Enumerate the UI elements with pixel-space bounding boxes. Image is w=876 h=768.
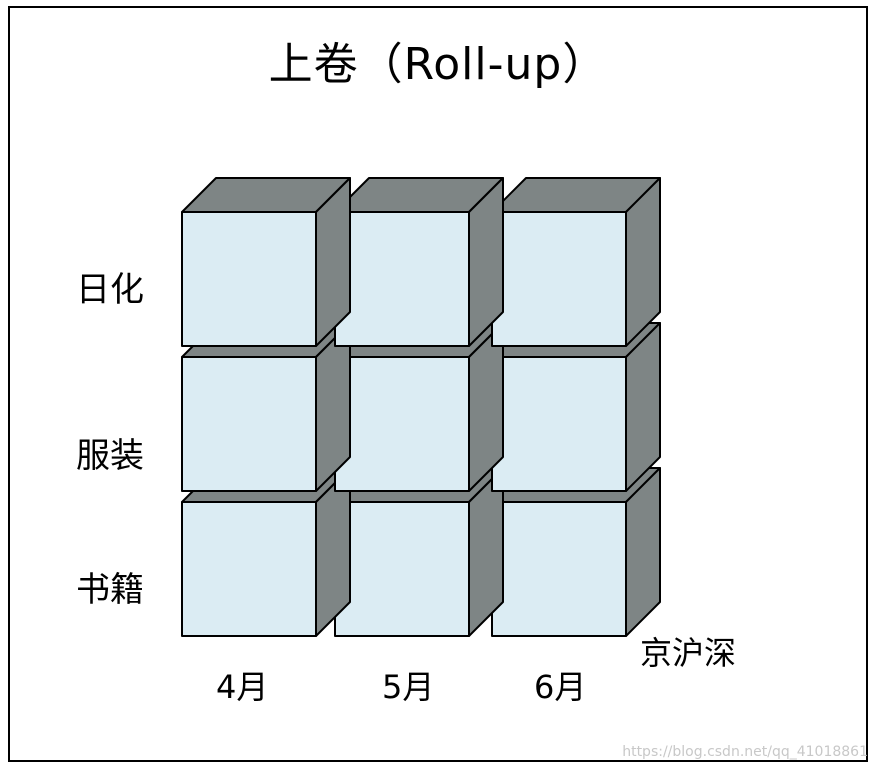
cube-front-face bbox=[491, 501, 627, 637]
column-label-april: 4月 bbox=[216, 668, 269, 706]
row-label-daily-chemicals: 日化 bbox=[76, 270, 144, 310]
column-label-june: 6月 bbox=[534, 668, 587, 706]
cube-front-face bbox=[181, 356, 317, 492]
cube-front-face bbox=[334, 356, 470, 492]
row-label-clothing: 服装 bbox=[76, 436, 144, 476]
cube-front-face bbox=[181, 501, 317, 637]
cube-front-face bbox=[181, 211, 317, 347]
diagram-title: 上卷（Roll-up） bbox=[268, 39, 608, 90]
watermark-text: https://blog.csdn.net/qq_41018861 bbox=[622, 744, 868, 760]
cube-front-face bbox=[334, 501, 470, 637]
column-label-may: 5月 bbox=[382, 668, 435, 706]
depth-label-cities: 京沪深 bbox=[640, 634, 737, 672]
cube-front-face bbox=[334, 211, 470, 347]
cube-front-face bbox=[491, 356, 627, 492]
row-label-books: 书籍 bbox=[76, 570, 144, 610]
cube-front-face bbox=[491, 211, 627, 347]
